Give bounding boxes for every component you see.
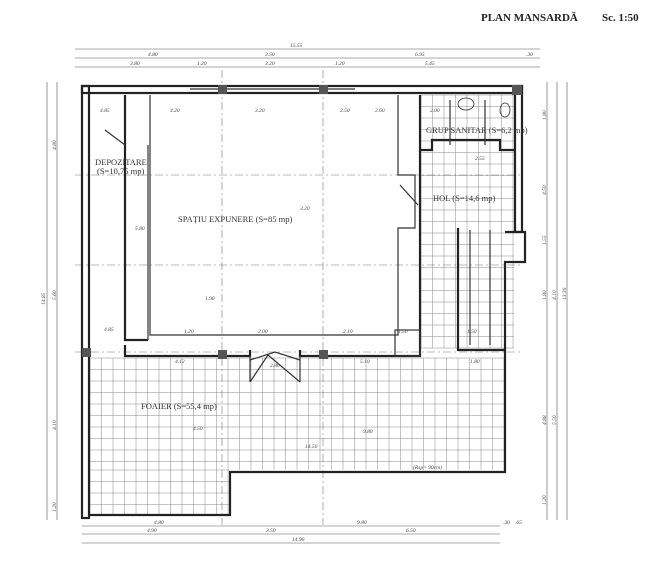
dim-bottom: 6.50 xyxy=(406,528,416,534)
dim-left: 5.60 xyxy=(52,290,58,300)
dim-interior: 2.55 xyxy=(475,156,485,162)
room-sanitary-label: GRUP SANITAR (S=6,2 mp) xyxy=(426,125,528,135)
dim-bottom: 3.50 xyxy=(265,528,276,534)
dim-bottom: 9.80 xyxy=(357,520,367,526)
sink-icon xyxy=(457,97,475,111)
dim-interior: 1.90 xyxy=(205,296,215,302)
dim-bottom: .30 xyxy=(503,520,510,526)
dim-interior: 4.85 xyxy=(104,326,114,333)
dim-interior: 2.00 xyxy=(258,329,268,335)
dim-interior: 2.50 xyxy=(340,108,350,114)
dim-top: .30 xyxy=(526,52,533,58)
dim-right: 4.50 xyxy=(541,185,548,195)
dim-left: 4.10 xyxy=(51,420,58,430)
dim-top: 3.50 xyxy=(264,52,275,58)
dim-interior: 1.20 xyxy=(184,329,194,335)
walls xyxy=(80,84,527,520)
dim-top: 1.20 xyxy=(197,61,207,67)
dim-right: 1.20 xyxy=(542,495,548,505)
dim-right: 1.80 xyxy=(542,290,548,300)
dim-top: 6.95 xyxy=(415,52,425,58)
dim-right: 1.80 xyxy=(542,110,548,120)
dim-interior: 1.80 xyxy=(470,359,480,365)
dim-interior: 2.00 xyxy=(430,108,440,114)
dim-right: 4.10 xyxy=(551,290,558,300)
dim-interior: 4.20 xyxy=(170,107,180,114)
dim-note: (Rsp= 90cm) xyxy=(413,464,442,471)
dim-top: 3.80 xyxy=(129,61,140,67)
dim-right-total: 13.30 xyxy=(562,287,568,300)
dim-interior: 1.50 xyxy=(467,329,477,335)
dim-interior: 3.20 xyxy=(299,206,310,212)
dim-top: 5.45 xyxy=(425,60,435,67)
room-storage-area: (S=10,75 mp) xyxy=(97,166,144,176)
dim-interior: 5.10 xyxy=(360,359,370,365)
dim-top: 4.80 xyxy=(148,51,158,58)
dim-interior: 2.10 xyxy=(343,329,353,335)
dim-interior: 14.50 xyxy=(305,443,318,450)
dim-interior: 5.80 xyxy=(135,226,145,232)
dim-left: 4.80 xyxy=(51,140,58,150)
plan-title: PLAN MANSARDĂ xyxy=(481,12,578,24)
dim-bottom-total: 14.90 xyxy=(292,536,305,543)
dimension-lines xyxy=(46,48,568,544)
dim-interior: 3.20 xyxy=(254,108,265,114)
dim-left-total: 14.85 xyxy=(40,292,47,305)
room-exhibition-label: SPAȚIU EXPUNERE (S=85 mp) xyxy=(178,214,292,225)
dim-bottom: 4.80 xyxy=(154,519,164,526)
dim-bottom: .65 xyxy=(515,520,522,526)
dim-top: 3.20 xyxy=(264,61,275,67)
room-foyer-label: FOAIER (S=55,4 mp) xyxy=(141,401,217,411)
plan-scale: Sc. 1:50 xyxy=(602,12,639,24)
dim-interior: 4.85 xyxy=(100,107,110,114)
dim-interior: 1.50 xyxy=(398,329,408,335)
dim-interior: 4.12 xyxy=(175,358,185,365)
toilet-icon xyxy=(499,102,511,118)
dim-interior: 9.80 xyxy=(363,429,373,435)
floor-tile-grid xyxy=(89,94,514,514)
structural-axes xyxy=(75,70,520,525)
dim-interior: 2.60 xyxy=(375,108,385,114)
dim-interior: 4.50 xyxy=(193,425,203,432)
room-storage-name: DEPOZITARE xyxy=(95,157,147,167)
dim-top: 1.20 xyxy=(335,61,345,67)
dim-left: 1.20 xyxy=(52,502,58,512)
dim-top-total: 15.55 xyxy=(290,43,303,49)
dim-interior: 2.80 xyxy=(270,363,280,369)
room-hall-label: HOL (S=14,6 mp) xyxy=(433,193,495,203)
interior-dimensions: 4.85 4.20 3.20 2.50 2.60 2.00 1.20 2.00 2.10 1.50… xyxy=(100,107,485,450)
dim-right: 4.88 xyxy=(541,415,548,425)
dim-right: 5.50 xyxy=(552,415,558,425)
dim-bottom: 4.90 xyxy=(147,527,157,534)
dim-right: 1.55 xyxy=(542,235,548,245)
